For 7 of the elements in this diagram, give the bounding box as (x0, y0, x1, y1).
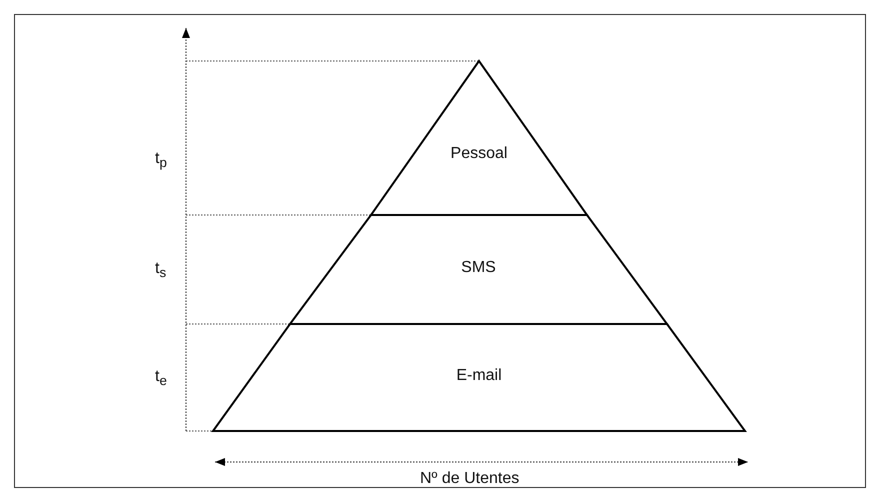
axis-segment-label: t$_{p}$ (155, 150, 167, 170)
axis-segment-label: t$_{s}$ (155, 260, 166, 280)
tier-label: SMS (461, 259, 496, 276)
axis-segment-label: t$_{e}$ (155, 368, 167, 388)
tier-label: Pessoal (450, 145, 508, 162)
tier-label: E-mail (456, 367, 502, 384)
axis-label: Nº de Utentes (420, 470, 520, 488)
